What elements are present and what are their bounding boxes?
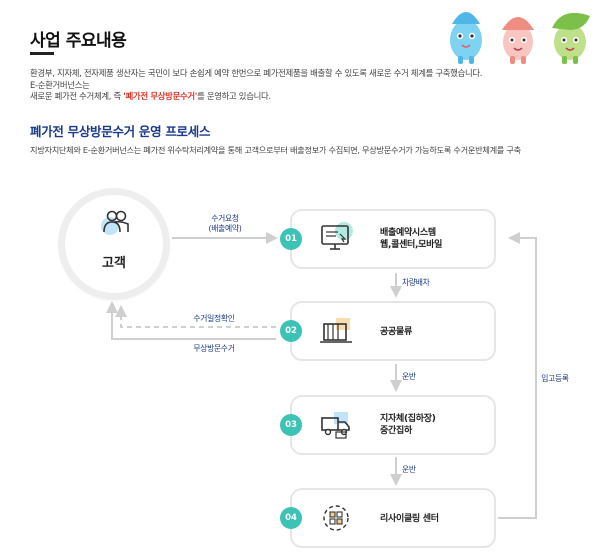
recycle-icon <box>323 505 349 531</box>
step-01-label-line-2: 웹,콜센터,모바일 <box>380 240 443 250</box>
step-03-badge: 03 <box>280 414 302 436</box>
monitor-icon <box>321 222 353 250</box>
flow-label-dispatch: 차량배차 <box>402 278 430 287</box>
flow-label-request: 수거요청 (배출예약) <box>186 214 264 234</box>
step-02-label: 공공물류 <box>380 326 412 338</box>
intro-line-3-prefix: 새로운 폐가전 수거체계, 즉 <box>30 91 124 101</box>
step-03-label: 지자체(집하장) 중간집하 <box>380 413 436 437</box>
step-04-label: 리사이클링 센터 <box>380 513 439 525</box>
pink-mascot <box>502 17 534 64</box>
page-title: 사업 주요내용 <box>30 31 127 51</box>
people-icon <box>101 210 129 235</box>
flow-label-transport-1: 운반 <box>402 372 416 381</box>
step-01-badge: 01 <box>280 228 302 250</box>
step-02-label-line-1: 공공물류 <box>380 327 412 337</box>
mascot-characters-image <box>450 12 590 64</box>
flow-label-transport-2: 운반 <box>402 465 416 474</box>
intro-text: 환경부, 지자체, 전자제품 생산자는 국민이 보다 손쉽게 예약 한번으로 폐… <box>30 68 590 103</box>
flow-label-confirm: 수거일정확인 <box>193 314 235 323</box>
intro-line-3-suffix: 를 운영하고 있습니다. <box>197 91 271 101</box>
flow-label-request-line-1: 수거요청 <box>211 214 239 223</box>
step-01-label: 배출예약시스템 웹,콜센터,모바일 <box>380 227 442 251</box>
green-mascot <box>552 12 590 64</box>
step-02-badge: 02 <box>280 320 302 342</box>
customer-node <box>58 188 170 300</box>
step-04-badge: 04 <box>280 507 302 529</box>
step-01-label-line-1: 배출예약시스템 <box>380 228 436 238</box>
intro-line-3: 새로운 폐가전 수거체계, 즉 '폐가전 무상방문수거'를 운영하고 있습니다. <box>30 91 590 103</box>
section-title: 폐가전 무상방문수거 운영 프로세스 <box>30 124 211 139</box>
section-description: 지방자치단체와 E-순환거버넌스는 폐가전 위수탁처리계약을 통해 고객으로부터… <box>30 145 521 155</box>
intro-line-2: E-순환거버넌스는 <box>30 79 90 90</box>
title-underline <box>30 52 54 55</box>
step-04-label-line-1: 리사이클링 센터 <box>380 514 439 524</box>
blue-mascot <box>450 12 482 64</box>
step-03-label-line-1: 지자체(집하장) <box>380 414 436 424</box>
step-03-label-line-2: 중간집하 <box>380 426 412 436</box>
flow-label-visit: 무상방문수거 <box>193 344 235 353</box>
flow-label-request-line-2: (배출예약) <box>208 224 242 233</box>
step-03-box <box>290 395 496 455</box>
intro-line-1: 환경부, 지자체, 전자제품 생산자는 국민이 보다 손쉽게 예약 한번으로 폐… <box>30 68 483 78</box>
truck-icon <box>321 412 350 439</box>
customer-label: 고객 <box>102 256 126 271</box>
flow-label-warehousing: 입고등록 <box>541 374 569 383</box>
step-01-box <box>290 209 496 269</box>
warehouse-icon <box>320 318 352 343</box>
intro-highlight: '폐가전 무상방문수거' <box>123 91 198 101</box>
